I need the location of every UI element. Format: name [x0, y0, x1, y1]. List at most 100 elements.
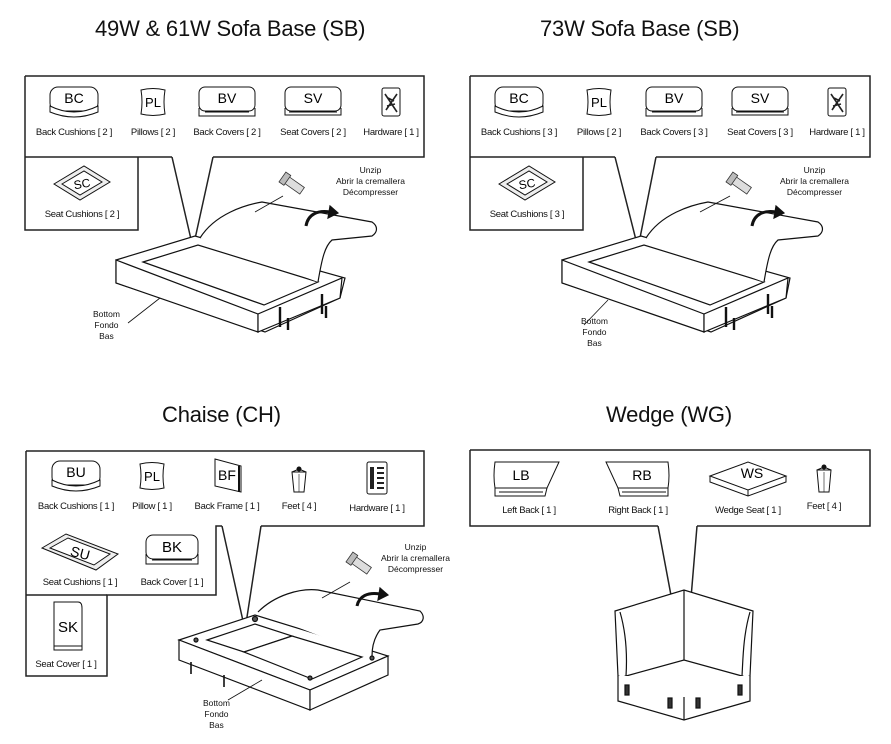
part-label: Wedge Seat [ 1 ]: [715, 505, 781, 516]
bottom-text-en: Bottom: [93, 309, 120, 319]
part-label: Hardware [ 1 ]: [809, 127, 865, 138]
part-label: Hardware [ 1 ]: [363, 127, 419, 138]
foot-icon: [816, 464, 832, 493]
svg-text:SU: SU: [69, 543, 92, 563]
unzip-text-en: Unzip: [803, 165, 826, 175]
sofa-base-drawing: [561, 195, 824, 333]
unzip-text-en: Unzip: [404, 542, 427, 552]
hardware-bag-icon: [366, 461, 388, 495]
svg-text:PL: PL: [591, 95, 607, 110]
part-label: Seat Cushions [ 3 ]: [489, 209, 565, 220]
bottom-text-en: Bottom: [203, 698, 230, 708]
svg-text:PL: PL: [145, 95, 161, 110]
part-label: Back Covers [ 2 ]: [193, 127, 261, 138]
unzip-text-en: Unzip: [359, 165, 382, 175]
pillow-icon: PL: [586, 88, 612, 116]
part-item: Feet [ 4 ]: [274, 462, 324, 512]
part-item: SK Seat Cover [ 1 ]: [27, 598, 105, 670]
svg-text:BU: BU: [66, 464, 85, 480]
unzip-text-fr: Décompresser: [786, 187, 843, 197]
bottom-text-fr: Bas: [209, 720, 224, 730]
zipper-icon: [278, 171, 305, 195]
svg-text:PL: PL: [144, 469, 160, 484]
part-label: Back Cover [ 1 ]: [140, 577, 204, 588]
part-label: Back Covers [ 3 ]: [640, 127, 708, 138]
svg-text:SV: SV: [751, 90, 770, 106]
bottom-text-es: Fondo: [94, 320, 119, 330]
back-cushion-icon: BC: [49, 86, 99, 118]
diagram-title: 73W Sofa Base (SB): [540, 16, 740, 41]
svg-text:SV: SV: [304, 90, 323, 106]
part-item: Hardware [ 1 ]: [360, 84, 422, 138]
back-frame-icon: BF: [214, 458, 242, 493]
unzip-text-fr: Décompresser: [342, 187, 399, 197]
part-item: SV Seat Covers [ 2 ]: [272, 84, 354, 138]
diagram-title: Chaise (CH): [162, 402, 281, 427]
hardware-bag-icon: [381, 87, 401, 117]
part-item: Feet [ 4 ]: [804, 460, 844, 512]
bottom-label: Bottom Fondo Bas: [203, 698, 230, 731]
part-item: PL Pillow [ 1 ]: [124, 458, 180, 512]
part-item: Hardware [ 1 ]: [344, 458, 410, 514]
svg-text:BF: BF: [218, 467, 236, 483]
svg-text:BK: BK: [162, 539, 182, 556]
svg-text:SC: SC: [518, 176, 537, 193]
part-label: Seat Covers [ 2 ]: [280, 127, 346, 138]
sofa-base-drawing: [115, 195, 378, 333]
seat-cushion-icon: SC: [498, 165, 556, 201]
zipper-icon: [725, 171, 752, 195]
diagram-title: Wedge (WG): [606, 402, 732, 427]
svg-text:SC: SC: [73, 176, 92, 193]
part-label: Back Cushions [ 3 ]: [480, 127, 558, 138]
bottom-label: Bottom Fondo Bas: [581, 316, 608, 349]
svg-text:WS: WS: [741, 465, 764, 481]
part-item: BC Back Cushions [ 3 ]: [474, 84, 564, 138]
seat-cushion-icon: SC: [53, 165, 111, 201]
unzip-text-es: Abrir la cremallera: [381, 553, 450, 563]
part-item: Hardware [ 1 ]: [806, 84, 868, 138]
part-item: PL Pillows [ 2 ]: [568, 84, 630, 138]
part-label: Back Cushions [ 1 ]: [37, 501, 115, 512]
part-item: LB Left Back [ 1 ]: [484, 456, 574, 516]
part-item: SC Seat Cushions [ 2 ]: [27, 162, 137, 220]
part-label: Feet [ 4 ]: [806, 501, 842, 512]
part-item: SV Seat Covers [ 3 ]: [718, 84, 802, 138]
wedge-seat-icon: WS: [708, 461, 788, 497]
seat-cushion-icon: SU: [40, 533, 120, 571]
bottom-label: Bottom Fondo Bas: [93, 309, 120, 342]
part-label: Pillows [ 2 ]: [576, 127, 622, 138]
part-label: Right Back [ 1 ]: [608, 505, 668, 516]
part-label: Back Cushions [ 2 ]: [35, 127, 113, 138]
part-item: BV Back Covers [ 2 ]: [185, 84, 269, 138]
part-label: Seat Cushions [ 1 ]: [42, 577, 118, 588]
part-item: SC Seat Cushions [ 3 ]: [472, 162, 582, 220]
bottom-text-fr: Bas: [99, 331, 114, 341]
seat-cover-icon: SK: [53, 601, 83, 651]
part-label: Seat Cushions [ 2 ]: [44, 209, 120, 220]
back-cover-icon: BV: [645, 86, 703, 117]
part-label: Back Frame [ 1 ]: [194, 501, 260, 512]
svg-text:LB: LB: [512, 467, 529, 483]
diagram-title: 49W & 61W Sofa Base (SB): [95, 16, 366, 41]
foot-icon: [291, 466, 307, 493]
svg-text:BV: BV: [218, 90, 237, 106]
back-cover-icon: BK: [145, 534, 199, 565]
part-item: SU Seat Cushions [ 1 ]: [30, 532, 130, 588]
unzip-instruction: Unzip Abrir la cremallera Décompresser: [381, 542, 450, 575]
svg-text:BC: BC: [509, 90, 528, 106]
wedge-drawing: [614, 589, 754, 721]
part-item: BV Back Covers [ 3 ]: [632, 84, 716, 138]
part-label: Seat Cover [ 1 ]: [35, 659, 97, 670]
unzip-text-es: Abrir la cremallera: [780, 176, 849, 186]
chaise-base-drawing: [177, 581, 424, 711]
left-back-icon: LB: [493, 461, 560, 497]
part-item: BC Back Cushions [ 2 ]: [29, 84, 119, 138]
part-label: Left Back [ 1 ]: [502, 505, 556, 516]
svg-text:BC: BC: [64, 90, 83, 106]
part-label: Seat Covers [ 3 ]: [727, 127, 793, 138]
part-item: WS Wedge Seat [ 1 ]: [700, 456, 796, 516]
right-back-icon: RB: [605, 461, 670, 497]
seat-cover-icon: SV: [731, 86, 789, 116]
svg-text:RB: RB: [632, 467, 651, 483]
back-cushion-icon: BU: [51, 460, 101, 492]
